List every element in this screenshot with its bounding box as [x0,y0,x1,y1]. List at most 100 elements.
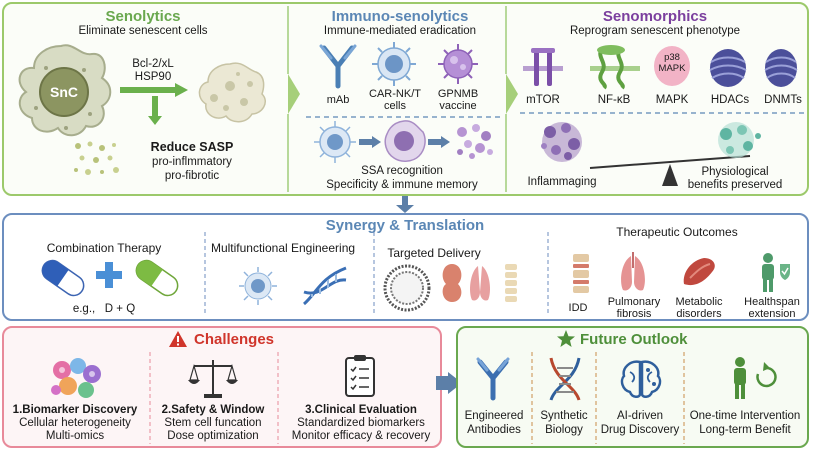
challenge-1-line1: Cellular heterogeneity [19,417,131,429]
metabolic-muscle-icon [683,258,715,286]
plus-icon [96,262,122,288]
senolytics-subtitle: Eliminate senescent cells [78,25,208,37]
kidney-organ-icon [442,264,462,302]
p38-label-line2: MAPK [658,63,686,74]
target-cell-icon [384,120,426,162]
nfkb-label: NF-κB [597,94,631,106]
synergy-dividers [204,232,549,316]
apoptotic-cell-icon [198,62,266,123]
vaccine-icon [438,44,478,84]
hdacs-label: HDACs [710,94,750,106]
outlook-3-line2: Drug Discovery [600,424,680,436]
outcome-healthspan-line2: extension [748,308,796,320]
challenge-3-line2: Monitor efficacy & recovery [291,430,431,442]
physiological-line2: benefits preserved [687,179,783,191]
idd-spine-icon [573,254,589,293]
capsule-green-icon [135,259,179,297]
sasp-line1: pro-inflmmatory [152,156,232,168]
outcome-pulmonary-line1: Pulmonary [607,296,661,308]
dashed-divider [520,112,804,114]
immune-cell-icon [314,121,356,163]
combination-example: e.g., D + Q [72,303,136,315]
person-recovery-icon [734,357,777,399]
immuno-subtitle: Immune-mediated eradication [323,25,477,37]
delivery-title: Targeted Delivery [387,246,481,260]
scales-icon [188,360,238,398]
snc-label: SnC [50,84,78,100]
challenges-title: Challenges [194,331,275,348]
car-nk-cell-icon [372,42,416,86]
physiological-line1: Physiological [701,166,769,178]
outcome-metabolic-line2: disorders [676,308,722,320]
sasp-particles-icon [74,141,119,175]
clipboard-icon [345,355,375,397]
heterogeneous-cells-icon [51,358,101,398]
challenge-1-title: 1.Biomarker Discovery [12,404,138,416]
engineered-antibody-icon [476,357,510,401]
p38-label-line1: p38 [664,52,680,63]
dna-icon [302,266,347,306]
senomorphics-title: Senomorphics [602,8,708,25]
senolytics-title: Senolytics [105,8,181,25]
outlook-1-line2: Antibodies [467,424,521,436]
outcome-pulmonary-line2: fibrosis [616,308,652,320]
mtor-receptor-icon [523,48,563,86]
outcome-metabolic-line1: Metabolic [675,296,723,308]
mtor-label: mTOR [526,94,560,106]
lysed-cell-icon [457,124,493,159]
star-icon [557,330,575,347]
arrow-down-icon [396,196,414,213]
outcome-idd: IDD [568,302,588,314]
engineering-title: Multifunctional Engineering [210,241,356,255]
synthetic-dna-icon [549,357,581,401]
spine-icon [505,264,517,302]
top-panel [2,2,809,196]
lung-organ-icon [470,266,490,301]
nfkb-receptor-icon [590,45,640,90]
drug-target-line1: Bcl-2/xL [132,58,174,70]
senescent-cell-icon [18,44,112,137]
outcomes-title: Therapeutic Outcomes [616,225,738,239]
pulmonary-lung-icon [621,252,645,291]
challenge-3-line1: Standardized biomarkers [297,417,425,429]
healthspan-person-icon [762,253,790,292]
reduce-sasp-title: Reduce SASP [150,140,234,154]
balance-scale-icon [589,155,751,186]
arrow-down-icon [148,96,162,125]
drug-target-line2: HSP90 [134,71,172,83]
challenge-2-line1: Stem cell funcation [164,417,262,429]
specificity-memory: Specificity & immune memory [326,179,478,191]
combination-title: Combination Therapy [46,241,162,255]
gpnmb-label-line2: vaccine [439,100,477,112]
liposome-icon [383,264,431,312]
challenge-dividers [149,352,279,444]
chevron-divider-2 [505,6,518,192]
arrow-right-icon [436,372,462,394]
outlook-2-line1: Synthetic [540,410,588,422]
chevron-divider-1 [287,6,300,192]
car-label-line2: cells [383,100,407,112]
outlook-4-line1: One-time Intervention [689,410,801,422]
dnmts-label: DNMTs [764,94,802,106]
p38-mapk-icon [654,46,690,86]
healthy-cells-icon [718,122,761,158]
ai-brain-icon [620,360,662,398]
outlook-1-line1: Engineered [464,410,524,422]
synergy-title: Synergy & Translation [325,217,485,234]
inflammaging-cells-icon [541,122,582,162]
outcome-healthspan-line1: Healthspan [744,296,800,308]
ssa-recognition: SSA recognition [361,165,443,177]
immuno-title: Immuno-senolytics [331,8,469,25]
sasp-line2: pro-fibrotic [164,170,220,182]
challenge-2-line2: Dose optimization [167,430,259,442]
challenge-2-title: 2.Safety & Window [161,404,265,416]
outlook-panel [456,326,809,448]
outlook-4-line2: Long-term Benefit [699,424,791,436]
outlook-title: Future Outlook [580,331,688,348]
inflammaging-label: Inflammaging [527,176,597,188]
dashed-divider [306,116,502,118]
outlook-2-line2: Biology [545,424,583,436]
hdac-nucleosome-icon [709,49,747,87]
dnmt-nucleosome-icon [764,49,798,87]
antibody-icon [319,44,357,89]
